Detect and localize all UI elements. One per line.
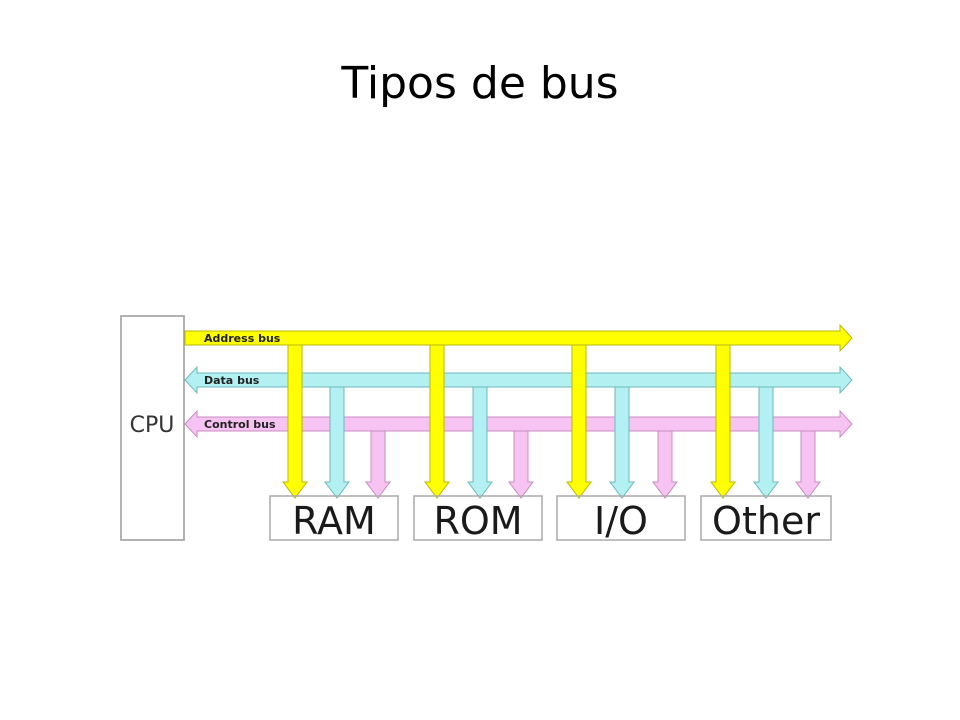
- buses-layer: Control bus Data bus Address bus: [184, 323, 853, 499]
- control-bus-drop-rom: [508, 423, 534, 499]
- data-bus-drop-ram: [324, 379, 350, 499]
- cpu-label: CPU: [130, 413, 175, 438]
- address-bus-drop-rom: [424, 337, 450, 499]
- control-bus: Control bus: [184, 409, 853, 499]
- control-bus-drop-other: [795, 423, 821, 499]
- device-box: [269, 495, 399, 541]
- data-bus-label: Data bus: [204, 374, 260, 387]
- address-bus-arrow: [184, 323, 853, 353]
- control-bus-drop-io: [652, 423, 678, 499]
- address-bus-drop-other: [710, 337, 736, 499]
- device-other: Other: [700, 495, 832, 543]
- address-bus-drop-ram: [282, 337, 308, 499]
- cpu-box: [120, 315, 185, 541]
- control-bus-drop-ram: [365, 423, 391, 499]
- address-bus-label: Address bus: [204, 332, 281, 345]
- device-box: [700, 495, 832, 541]
- device-box: [413, 495, 543, 541]
- device-label: I/O: [594, 499, 648, 543]
- device-io: I/O: [556, 495, 686, 543]
- data-bus: Data bus: [184, 365, 853, 499]
- device-label: RAM: [292, 499, 376, 543]
- slide-title: Tipos de bus: [341, 58, 619, 109]
- control-bus-label: Control bus: [204, 418, 276, 431]
- control-bus-arrow: [184, 409, 853, 439]
- address-bus: Address bus: [184, 323, 853, 499]
- data-bus-arrow: [184, 365, 853, 395]
- device-label: ROM: [433, 499, 522, 543]
- device-ram: RAM: [269, 495, 399, 543]
- data-bus-drop-io: [609, 379, 635, 499]
- data-bus-drop-other: [753, 379, 779, 499]
- device-label: Other: [712, 499, 820, 543]
- device-rom: ROM: [413, 495, 543, 543]
- devices-layer: RAM ROM I/O Other: [269, 495, 832, 543]
- data-bus-drop-rom: [467, 379, 493, 499]
- device-box: [556, 495, 686, 541]
- address-bus-drop-io: [566, 337, 592, 499]
